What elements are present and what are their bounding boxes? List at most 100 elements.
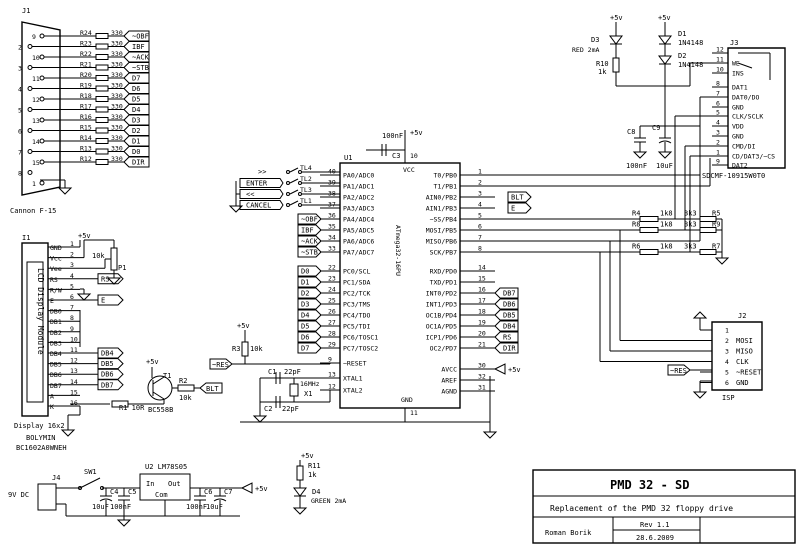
d3-desc: RED 2mA [572,46,599,54]
pot-value: 10k [92,252,105,260]
psu-supply: +5v [255,485,268,493]
mcu-gnd: GND [401,396,413,404]
mcu-left-pin-num: 33 [328,245,336,253]
j1-res-ref: R22 [80,50,92,58]
c3-ref: C3 [392,152,400,160]
mcu-right-pin-name: INT0/PD2 [426,290,457,298]
j1-pin: 15 [32,159,40,167]
j1-signal-flag [123,135,150,147]
c2-value: 22pF [282,405,299,413]
isp-pin-name: MISO [736,348,753,356]
lcd-pin-name: GND [50,244,62,252]
mcu-pd-label: RS [503,334,511,342]
mcu-left-pin-name: ~RESET [343,360,367,368]
sd-pin-name: INS [732,70,744,78]
crystal: C1 22pF C2 22pF 16MHz X1 [252,368,330,423]
j1-res-ref: R21 [80,61,92,69]
mcu-pd-label-flag [494,320,519,332]
lcd-pin-num: 1 [70,240,74,248]
psu-cap-ref: C5 [128,488,136,496]
isp-pin-num: 2 [725,337,729,345]
c1-value: 22pF [284,368,301,376]
mcu-left-pin-num: 27 [328,319,336,327]
mcu-pc-label: D2 [301,290,309,298]
isp-pin-num: 5 [725,369,729,377]
psu-cap-value: 10uF [92,503,109,511]
mcu-left-pin-num: 28 [328,330,336,338]
mcu-right-pin-num: 17 [478,297,486,305]
j1-signal-flag [123,83,150,94]
lcd-supply: +5v [78,232,91,240]
j1-signal-flag [123,93,150,105]
lcd-pin-num: 2 [70,251,74,259]
isp-pin-name: CLK [736,358,749,366]
lcd-pin-name: DB5 [50,361,62,369]
mcu-left-pin-num: 22 [328,264,336,272]
mcu-u1: U1 VCC GND 10 11 ATmega32-16PU PA0/ADC04… [240,126,711,439]
mcu-pd-label-flag [494,309,519,321]
c2-ref: C2 [264,405,272,413]
psu-cap-ref: C7 [224,488,232,496]
mcu-right-pin-num: 32 [478,373,486,381]
j1-signal-flag [123,62,150,73]
mcu-pa-label-flag [297,213,322,225]
button-label: CANCEL [246,202,271,210]
mcu-left-pin-num: 35 [328,223,336,231]
title-text: PMD 32 - SD [610,478,689,492]
mcu-right-pin-name: TXD/PD1 [430,279,457,287]
lcd-net-label-flag [97,347,124,359]
mcu-right-pin-num: 14 [478,264,486,272]
mcu-left-pin-name: PA4/ADC4 [343,216,374,224]
mcu-pc-label: D1 [301,279,309,287]
mcu-right-pin-num: 15 [478,275,486,283]
j1-res-ref: R16 [80,113,92,121]
mcu-pc-label-flag [297,331,322,343]
mcu-pc-label-flag [297,276,322,288]
psu-cap-ref: C4 [110,488,118,496]
mcu-left-pin-name: PA3/ADC3 [343,205,374,213]
j1-res-value: 330 [111,40,123,48]
subtitle-text: Replacement of the PMD 32 floppy drive [550,504,733,513]
mcu-right-pin-name: AIN1/PB3 [426,205,457,213]
lcd-pin-num: 7 [70,304,74,312]
lcd-net-label: DB6 [101,371,114,379]
mcu-right-pin-num: 30 [478,362,486,370]
j1-pin: 13 [32,117,40,125]
psu-cap-value: 100nF [186,503,207,511]
j1-signal-flag [123,146,150,157]
j1-res-value: 330 [111,29,123,37]
backlight-transistor: +5v T1 BC558B R2 10k BLT R1 10R [70,358,223,414]
mcu-right-pin-name: AIN0/PB2 [426,194,457,202]
lcd-pin-name: DB0 [50,308,62,316]
sd-pin-num: 4 [716,119,720,127]
isp-pin-num: 1 [725,327,729,335]
j1-signal-flag [123,72,150,84]
mcu-pd-label-flag [494,331,519,343]
lcd-pin-num: 4 [70,272,74,280]
j1-pin: 11 [32,75,40,83]
rev-text: Rev 1.1 [640,521,670,529]
j1-pin: 10 [32,54,40,62]
sd-pin-num: 1 [716,149,720,157]
lcd-pin-num: 9 [70,325,74,333]
j1-res-value: 330 [111,82,123,90]
mcu-pd-label-flag [494,342,519,354]
lcd-pin-num: 6 [70,293,74,301]
button-label: ENTER [246,180,268,188]
isp-reset-net: ~RES [670,367,687,375]
r10-value: 1k [598,68,607,76]
lcd-pin-num: 16 [70,399,78,407]
mcu-left-pin-name: XTAL1 [343,375,363,383]
mcu-pc-label-flag [297,342,322,354]
j1-res-value: 330 [111,71,123,79]
mcu-pd-label: DIR [503,345,516,353]
reg-out: Out [168,480,181,488]
sd-pin-num: 2 [716,139,720,147]
r3-ref: R3 [232,345,240,353]
lcd-net-label-flag [97,294,124,306]
mcu-left-pin-num: 23 [328,275,336,283]
lcd-pin-num: 14 [70,378,78,386]
d4-supply: +5v [301,452,314,460]
